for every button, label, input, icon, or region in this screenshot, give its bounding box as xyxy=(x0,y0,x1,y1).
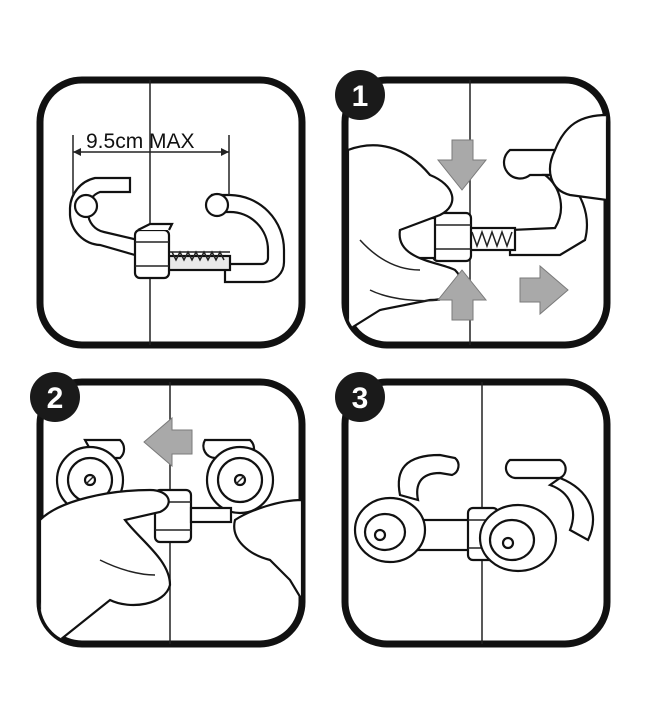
lock-block xyxy=(133,222,174,280)
step-badge: 2 xyxy=(30,372,80,422)
left-hand xyxy=(40,488,172,644)
right-hand xyxy=(233,498,302,604)
right-hand xyxy=(548,113,607,202)
step-badge: 1 xyxy=(335,70,385,120)
panel-step-1: 1 xyxy=(335,70,611,349)
right-hook xyxy=(504,458,567,480)
measurement-bracket xyxy=(72,135,230,195)
panel-measurement: 9.5cm MAX xyxy=(36,76,306,349)
right-knob xyxy=(478,503,558,573)
threaded-rod xyxy=(170,250,230,262)
arrow-left-icon xyxy=(143,416,193,468)
panel-step-2: 2 xyxy=(30,372,306,648)
left-hook-knob xyxy=(73,193,99,219)
lock-block xyxy=(431,211,473,263)
right-hook xyxy=(210,193,286,284)
step-number: 3 xyxy=(352,382,369,415)
panel-step-3: 3 xyxy=(335,372,611,648)
arrow-up-icon xyxy=(436,269,488,321)
step-badge: 3 xyxy=(335,372,385,422)
left-hook xyxy=(397,453,460,502)
step-number: 2 xyxy=(47,382,64,415)
arrow-right-icon xyxy=(519,264,569,316)
step-number: 1 xyxy=(352,80,369,113)
threaded-rod xyxy=(189,506,233,524)
measurement-label: 9.5cm MAX xyxy=(86,130,195,153)
right-hook-knob xyxy=(204,192,230,218)
left-knob xyxy=(353,496,427,564)
right-knob xyxy=(205,445,275,515)
left-knob xyxy=(55,445,125,515)
arrow-down-icon xyxy=(436,139,488,191)
